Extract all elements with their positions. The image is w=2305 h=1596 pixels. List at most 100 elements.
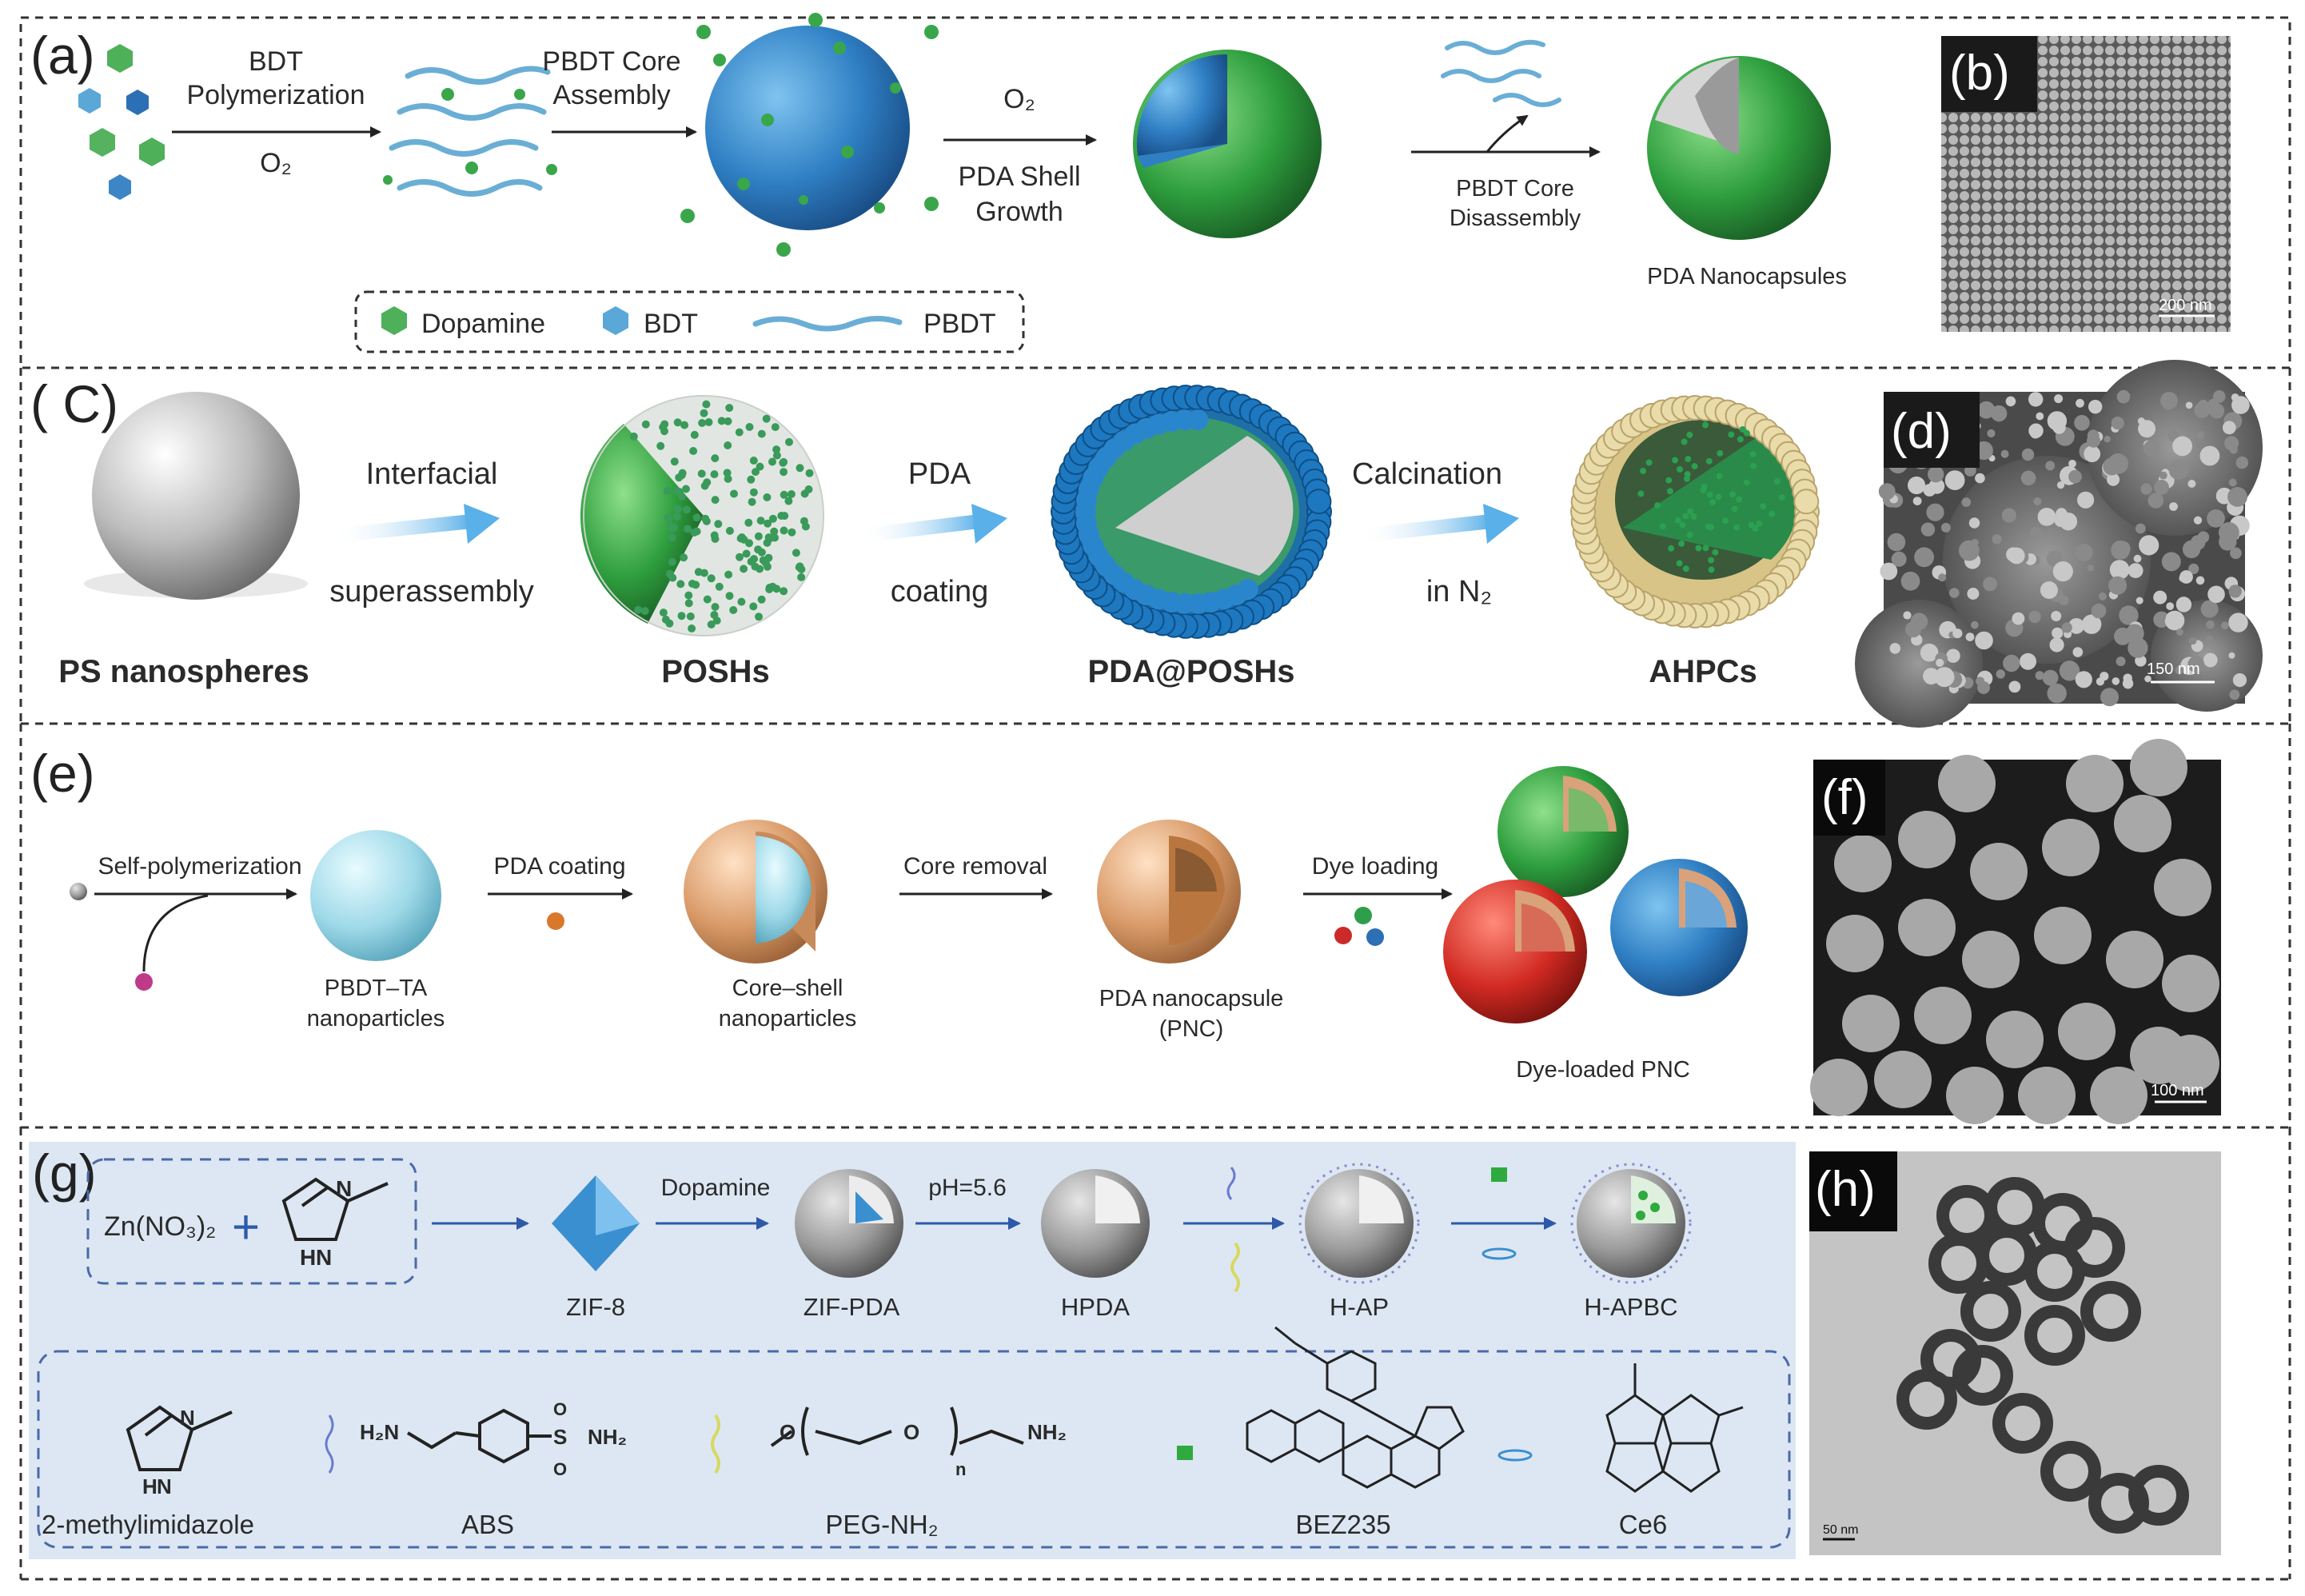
- bez235-structure: [1246, 1326, 1465, 1489]
- texture-dot: [752, 468, 760, 477]
- texture-dot: [1986, 1011, 2044, 1068]
- texture-dot: [2135, 523, 2146, 534]
- texture-dot: [2056, 481, 2065, 489]
- texture-dot: [730, 489, 738, 498]
- texture-dot: [2072, 647, 2084, 657]
- texture-dot: [700, 569, 708, 577]
- texture-dot: [2162, 955, 2219, 1012]
- e-step1: Self-polymerization: [98, 853, 301, 880]
- texture-dot: [1672, 457, 1679, 464]
- texture-dot: [1987, 429, 1996, 438]
- texture-dot: [659, 423, 668, 432]
- texture-dot: [1654, 502, 1661, 509]
- texture-dot: [2028, 392, 2044, 407]
- texture-dot: [780, 490, 788, 499]
- texture-dot: [737, 597, 746, 606]
- texture-dot: [1834, 835, 1892, 892]
- texture-dot: [2084, 445, 2101, 463]
- texture-dot: [780, 587, 788, 596]
- texture-dot: [757, 595, 766, 604]
- texture-dot: [2122, 678, 2134, 689]
- texture-dot: [2228, 478, 2237, 487]
- tem-h-rings: [1896, 1177, 2189, 1534]
- tem-ring: [1952, 1345, 2013, 1406]
- texture-dot: [800, 489, 809, 498]
- texture-dot: [1750, 462, 1757, 469]
- texture-dot: [1681, 438, 1688, 445]
- texture-dot: [665, 569, 674, 578]
- texture-dot: [749, 457, 758, 465]
- texture-dot: [704, 418, 713, 426]
- texture-dot: [700, 409, 708, 417]
- texture-dot: [2155, 612, 2166, 622]
- texture-dot: [772, 451, 781, 460]
- texture-dot: [2228, 612, 2248, 632]
- texture-dot: [1677, 466, 1683, 473]
- texture-dot: [1676, 560, 1683, 567]
- texture-dot: [1961, 497, 1972, 507]
- texture-dot: [2049, 637, 2064, 652]
- texture-dot: [2160, 392, 2178, 409]
- pbdt-legend-icon: [752, 316, 903, 332]
- g-imid-h: H: [142, 1474, 158, 1498]
- texture-dot: [684, 599, 693, 608]
- texture-dot: [784, 497, 793, 505]
- pbdt-core-sphere: [680, 13, 939, 257]
- texture-dot: [749, 488, 758, 497]
- texture-dot: [1975, 473, 1985, 484]
- texture-dot: [770, 527, 779, 536]
- e-name-4: PDA nanocapsule: [1099, 986, 1284, 1011]
- texture-dot: [702, 400, 711, 409]
- texture-dot: [2144, 675, 2151, 683]
- texture-dot: [1928, 466, 1944, 483]
- texture-dot: [1717, 449, 1724, 457]
- texture-dot: [757, 548, 766, 557]
- texture-dot: [714, 520, 723, 529]
- a-step2-bottom: Assembly: [552, 80, 670, 110]
- panel-c-label: ( C): [30, 374, 118, 433]
- texture-dot: [764, 553, 773, 562]
- texture-dot: [2176, 628, 2183, 636]
- texture-dot: [1687, 508, 1694, 515]
- texture-dot: [664, 513, 672, 522]
- e-step2: PDA coating: [493, 853, 625, 880]
- texture-dot: [737, 533, 746, 541]
- texture-dot: [2162, 1035, 2219, 1092]
- texture-dot: [641, 420, 650, 429]
- texture-dot: [1665, 477, 1673, 484]
- texture-dot: [2228, 652, 2235, 659]
- texture-dot: [2116, 656, 2126, 667]
- g-abs-o1: O: [553, 1399, 567, 1419]
- texture-dot: [1842, 995, 1900, 1052]
- texture-dot: [670, 457, 679, 466]
- a-step1-mid: Polymerization: [187, 80, 365, 110]
- a-step1-top: BDT: [249, 46, 303, 77]
- texture-dot: [2224, 436, 2239, 451]
- dye-loaded-pnc-green: [1497, 766, 1629, 897]
- texture-dot: [2052, 561, 2073, 582]
- a-step3-bottom: Growth: [975, 197, 1063, 227]
- legend: Dopamine BDT PBDT: [354, 290, 1025, 353]
- tem-ring: [1896, 1369, 1957, 1430]
- texture-dot: [629, 432, 638, 441]
- texture-dot: [1962, 931, 2020, 988]
- texture-dot: [2119, 605, 2139, 625]
- texture-dot: [2096, 677, 2104, 686]
- texture-dot: [742, 549, 751, 558]
- texture-dot: [2075, 671, 2092, 688]
- texture-dot: [2222, 421, 2236, 435]
- texture-dot: [723, 469, 732, 477]
- panel-d: (d) 150 nm: [1855, 360, 2263, 728]
- tem-ring: [2064, 1217, 2125, 1278]
- pda-nanocapsule-pnc: [1097, 820, 1241, 964]
- texture-dot: [1926, 503, 1944, 521]
- abs-structure: [406, 1408, 552, 1464]
- texture-dot: [1912, 497, 1922, 505]
- texture-dot: [2128, 563, 2143, 578]
- g-plus: +: [232, 1200, 260, 1254]
- texture-dot: [2103, 457, 2121, 476]
- texture-dot: [805, 469, 814, 477]
- texture-dot: [1743, 479, 1750, 486]
- texture-dot: [1659, 523, 1666, 530]
- texture-dot: [1637, 490, 1645, 497]
